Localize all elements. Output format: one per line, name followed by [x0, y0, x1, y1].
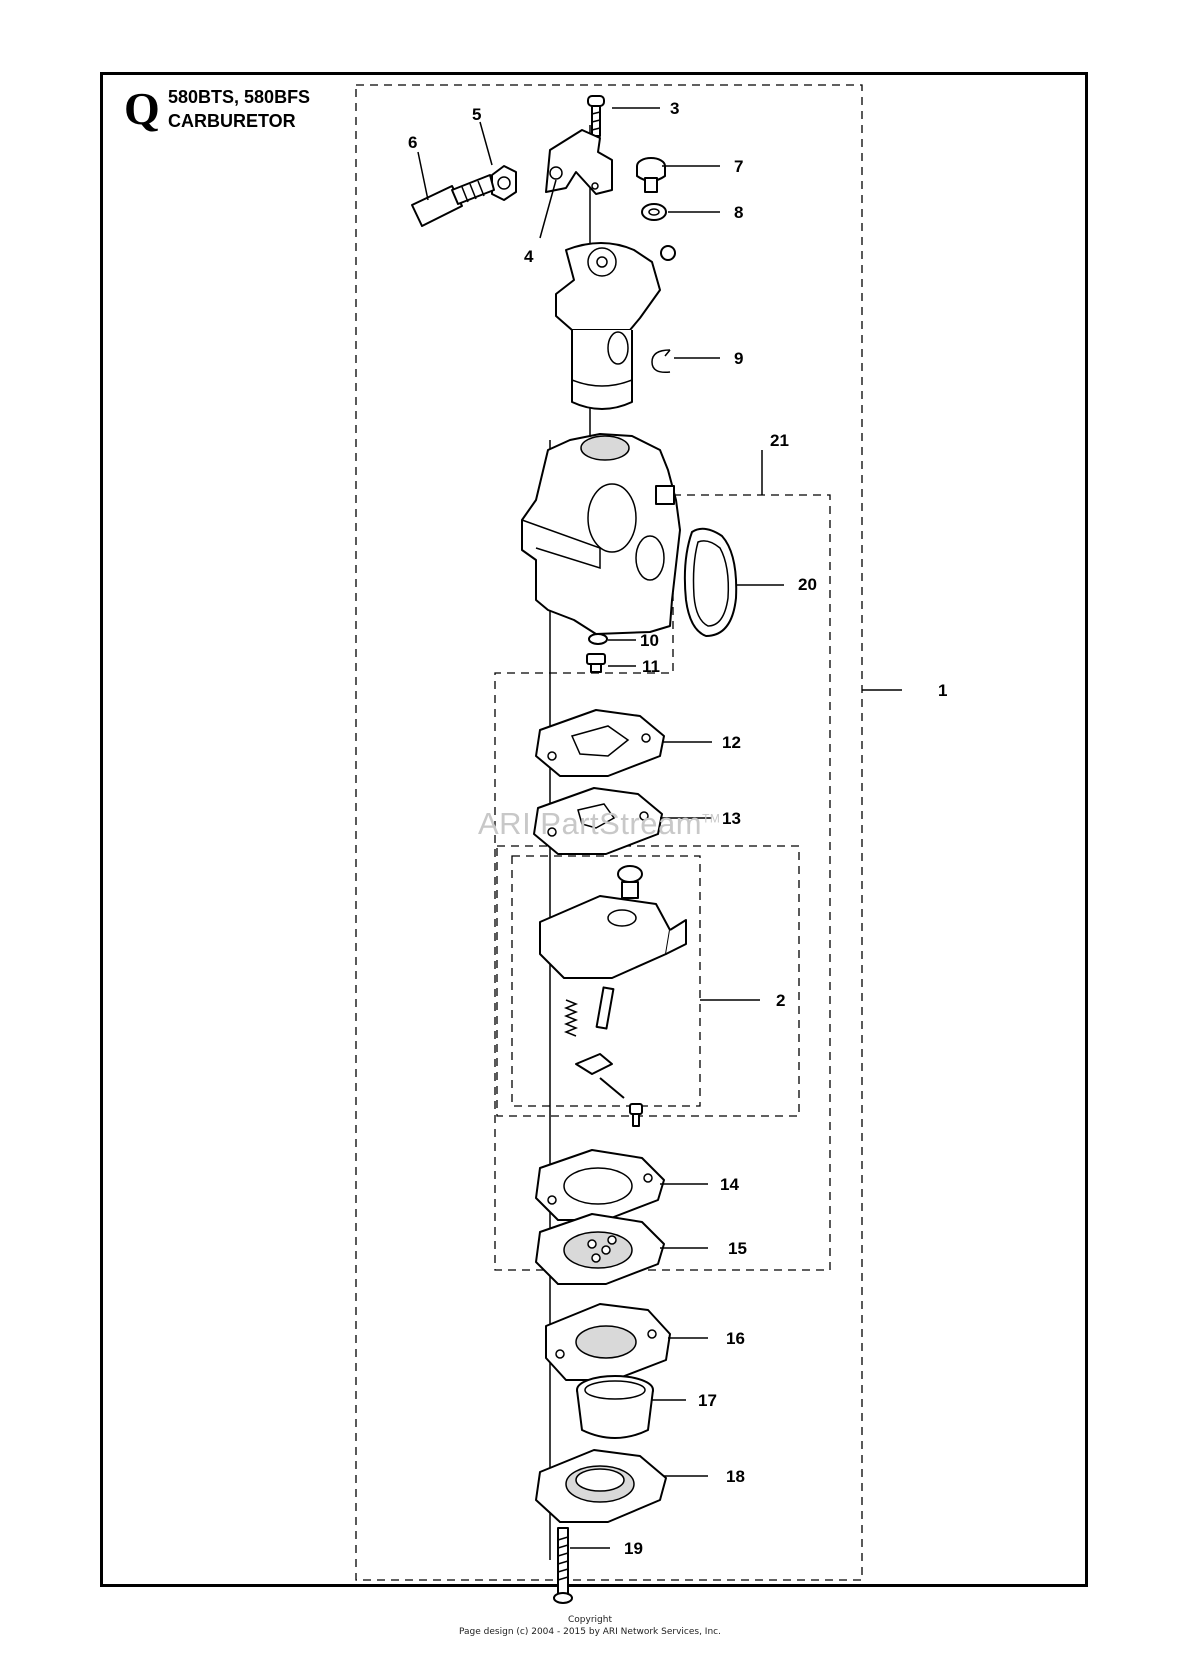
part-9-clip	[651, 349, 671, 374]
group-box-2-outer	[496, 845, 800, 1117]
callout-18: 18	[726, 1467, 745, 1486]
group-box-21	[494, 494, 831, 1271]
callout-21: 21	[770, 431, 789, 450]
model-numbers: 580BTS, 580BFS	[168, 87, 311, 107]
part-2-metering-assembly	[539, 865, 687, 1127]
callout-13: 13	[722, 809, 741, 828]
group-box-1	[355, 84, 863, 1581]
part-6-adjuster	[411, 174, 495, 227]
callout-15: 15	[728, 1239, 747, 1258]
callout-1: 1	[938, 681, 947, 700]
copyright-label: Copyright	[568, 1615, 612, 1625]
callout-10: 10	[640, 631, 659, 650]
throttle-valve-assembly	[555, 242, 676, 410]
callout-16: 16	[726, 1329, 745, 1348]
part-15-diaphragm	[535, 1213, 665, 1285]
callout-7: 7	[734, 157, 743, 176]
callout-14: 14	[720, 1175, 739, 1194]
part-12-gasket	[535, 709, 665, 777]
part-20-gasket	[683, 527, 738, 637]
carburetor-body	[521, 433, 681, 635]
part-3-screw	[587, 95, 605, 137]
part-4-bracket	[545, 129, 613, 195]
part-7-screw	[636, 157, 666, 193]
callout-9: 9	[734, 349, 743, 368]
callout-11: 11	[642, 657, 660, 676]
part-8-washer	[641, 203, 667, 221]
part-18-plate	[535, 1449, 667, 1523]
callout-4: 4	[524, 247, 534, 266]
part-10-oring	[588, 633, 608, 645]
watermark: ARI PartStreamTM	[478, 806, 721, 841]
group-box-2-inner	[511, 855, 701, 1107]
part-11-plug	[586, 653, 606, 673]
callout-3: 3	[670, 99, 679, 118]
callout-6: 6	[408, 133, 417, 152]
part-17-cup	[576, 1375, 654, 1439]
part-14-gasket	[535, 1149, 665, 1221]
callout-19: 19	[624, 1539, 643, 1558]
copyright-notice: Page design (c) 2004 - 2015 by ARI Netwo…	[459, 1627, 721, 1637]
callout-17: 17	[698, 1391, 717, 1410]
assembly-title: CARBURETOR	[168, 111, 296, 131]
part-19-screw	[553, 1527, 573, 1604]
callout-8: 8	[734, 203, 743, 222]
diagram-frame	[100, 72, 1088, 1587]
section-letter: Q	[124, 83, 160, 134]
part-16-cover	[545, 1303, 671, 1381]
callout-2: 2	[776, 991, 785, 1010]
callout-5: 5	[472, 105, 481, 124]
part-13-gasket	[533, 787, 663, 855]
part-5-nut	[491, 165, 517, 201]
callout-20: 20	[798, 575, 817, 594]
callout-12: 12	[722, 733, 741, 752]
